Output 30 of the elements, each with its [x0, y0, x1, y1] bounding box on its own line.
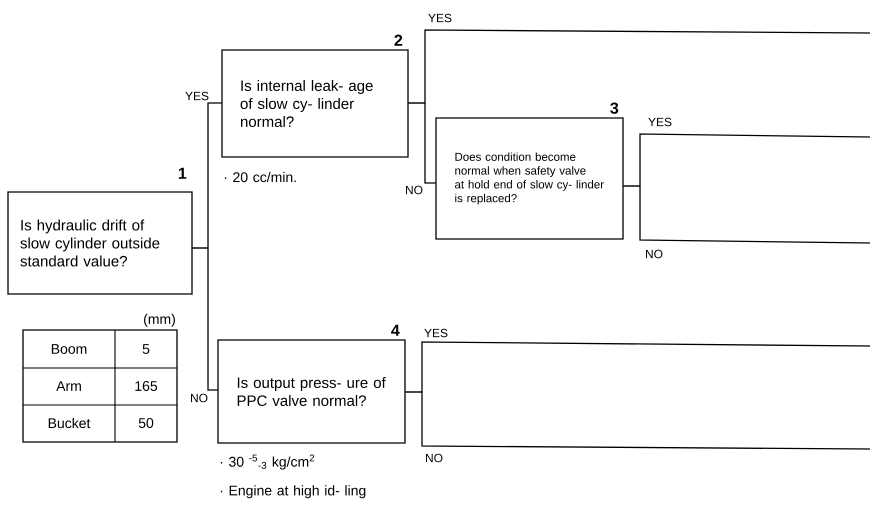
edge-label: YES — [427, 12, 454, 24]
connector-line — [624, 185, 870, 244]
table-cell-text: Boom — [52, 344, 86, 354]
edge-label: NO — [404, 184, 424, 196]
table-cell-text: Arm — [56, 381, 81, 391]
question-box: Is internal leak- age of slow cy- linder normal? — [221, 49, 409, 158]
table-cell-text: 50 — [138, 418, 154, 428]
step-number: 1 — [178, 168, 186, 179]
step-number: 3 — [610, 102, 618, 114]
unit-label: (mm) — [144, 314, 175, 327]
note-text: · 30 $^{-5}$$_{-3}$ kg/cm$^{2}$ — [220, 454, 314, 470]
connector-line — [406, 391, 870, 450]
table-cell-text: 5 — [142, 344, 150, 354]
note-text: · 20 cc/min. — [224, 172, 296, 182]
step-number: 4 — [391, 324, 400, 336]
edge-label: NO — [644, 248, 664, 260]
connector-line — [408, 102, 436, 184]
question-box: Is hydraulic drift of slow cylinder outside standard value? — [7, 191, 193, 295]
table-cell-text: 165 — [135, 381, 158, 391]
connector-line — [192, 247, 218, 391]
edge-label: YES — [184, 90, 210, 102]
step-number: 2 — [394, 34, 402, 46]
edge-label: NO — [189, 392, 209, 404]
question-box: Is output press- ure of PPC valve normal? — [217, 339, 406, 444]
note-text: · Engine at high id- ling — [220, 485, 366, 498]
edge-label: YES — [423, 328, 450, 338]
edge-label: YES — [647, 116, 674, 128]
table-cell-text: Bucket — [48, 418, 90, 428]
edge-label: NO — [424, 452, 444, 464]
question-box: Does condition become normal when safety valve at hold end of slow cy- linder is replaced? — [435, 117, 624, 240]
